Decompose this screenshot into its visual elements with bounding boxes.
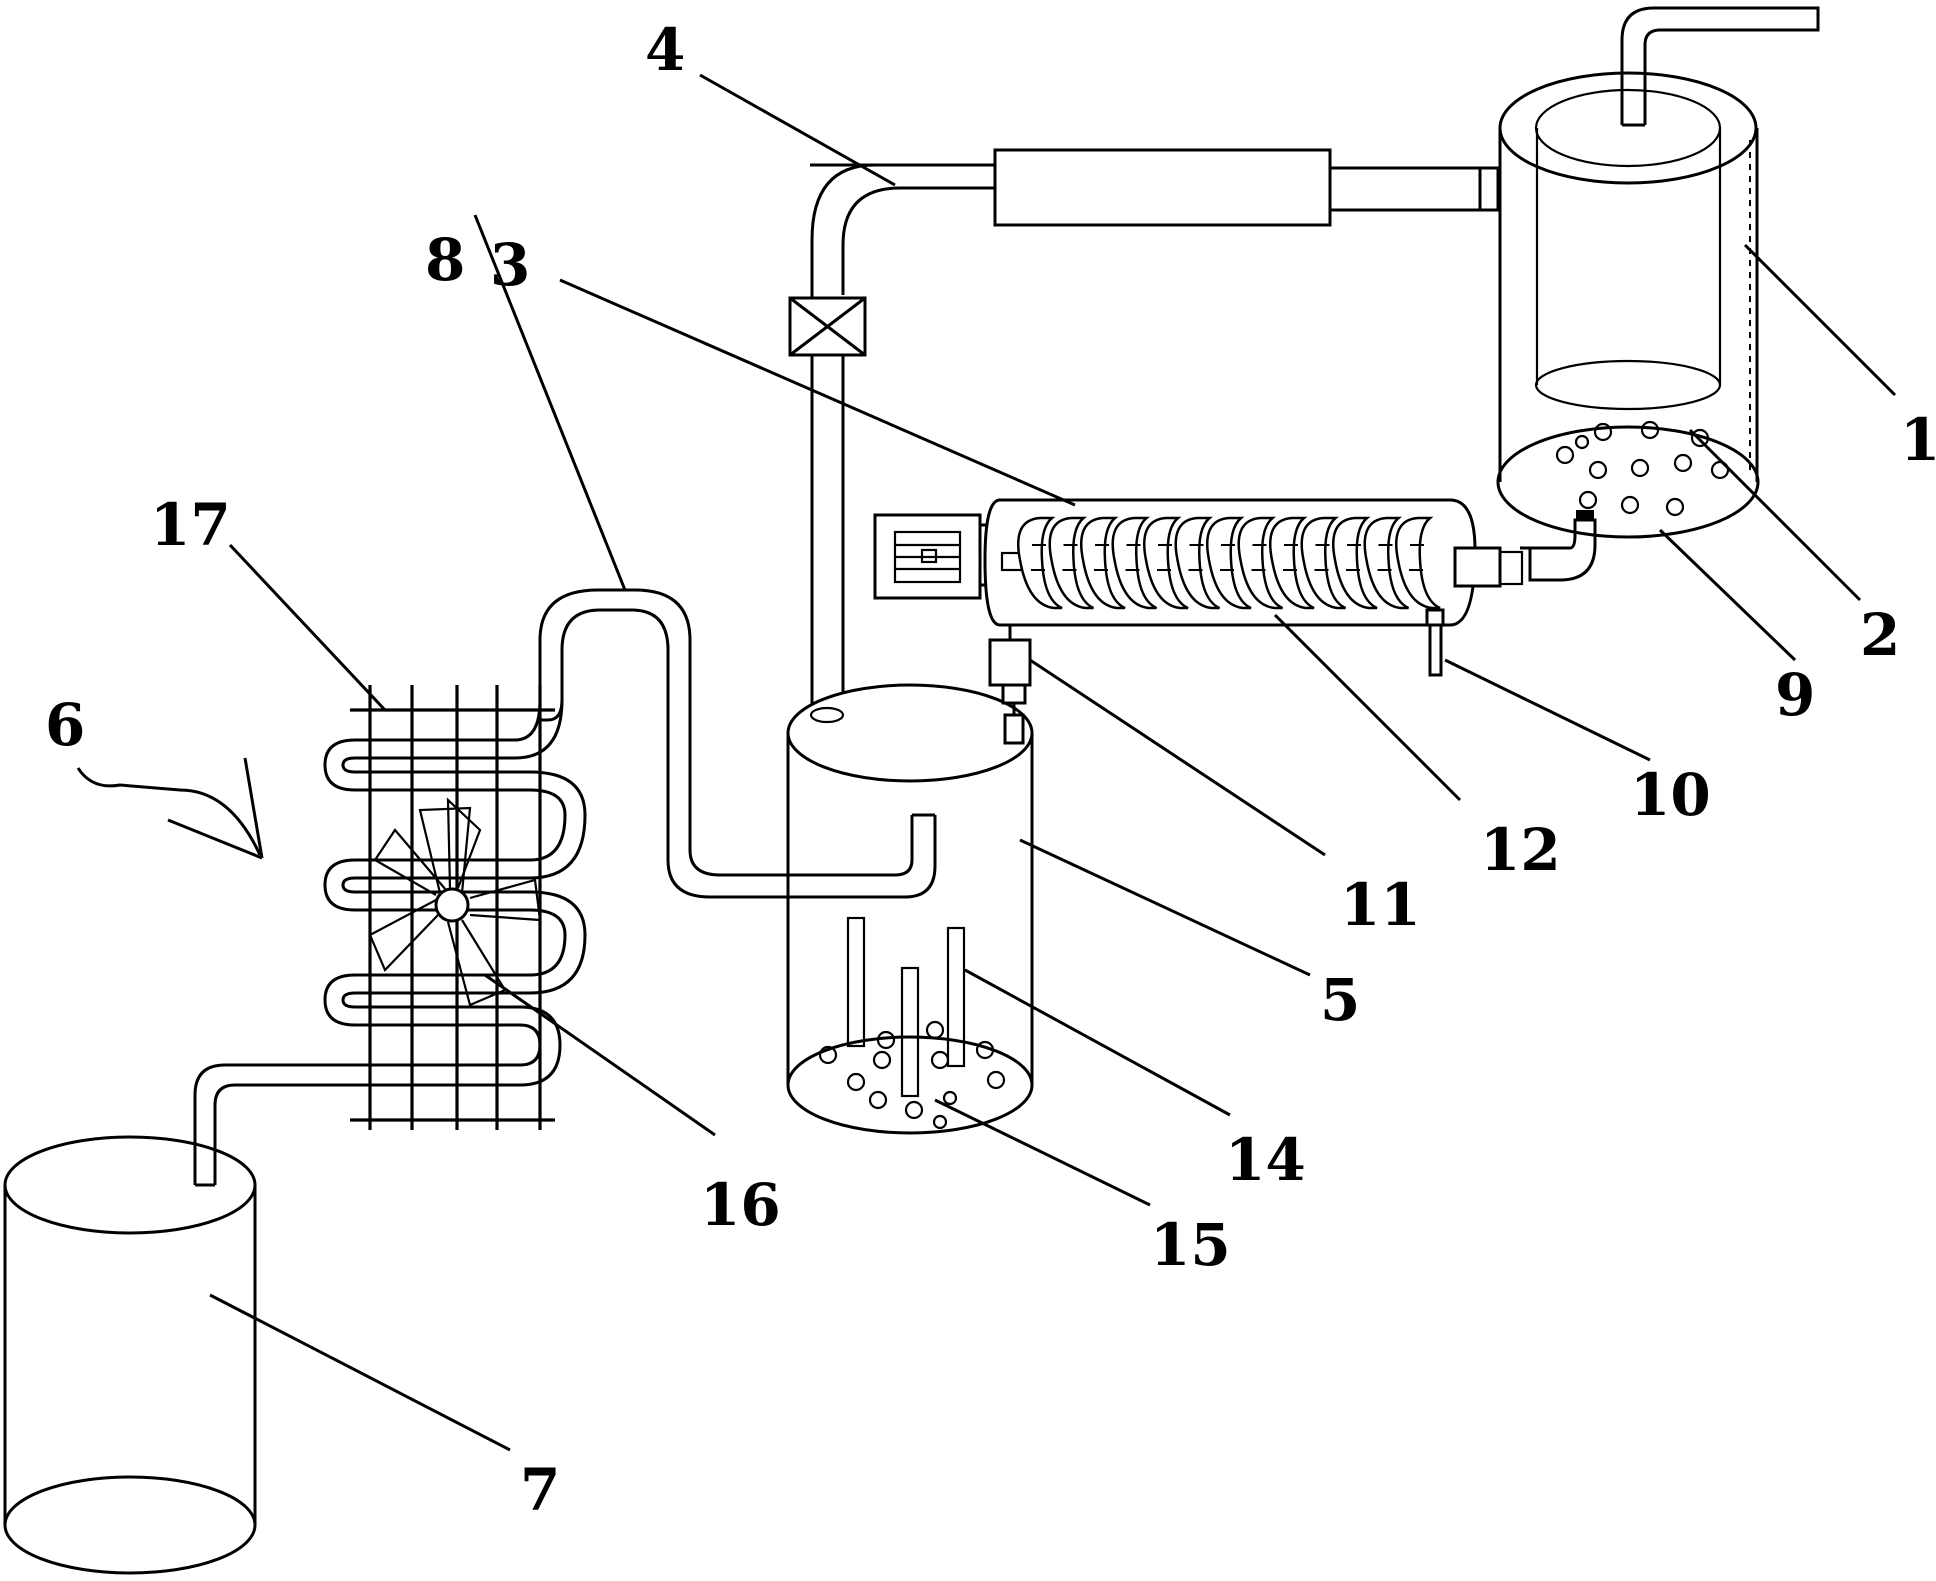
condenser-coil	[323, 699, 587, 1087]
label-2: 2	[1860, 601, 1900, 669]
screw-flight	[1048, 516, 1095, 610]
middle-vessel	[786, 683, 1034, 1135]
screw-flight-hatch	[1314, 544, 1330, 571]
valve-icon	[788, 295, 867, 715]
screw-flight	[1332, 516, 1378, 610]
label-14: 14	[1225, 1126, 1306, 1194]
screw-flight-hatch	[1125, 544, 1141, 571]
airflow-arrow-icon	[76, 757, 264, 860]
screw-flight	[1269, 516, 1315, 610]
screw-flight-hatch	[1188, 544, 1204, 571]
screw-flight-hatch	[1409, 544, 1424, 571]
screw-flight-hatch	[1062, 544, 1078, 571]
label-16: 16	[700, 1171, 781, 1239]
label-1: 1	[1900, 406, 1936, 474]
label-12: 12	[1480, 816, 1561, 884]
screw-flight-hatch	[1031, 544, 1046, 571]
label-7: 7	[520, 1456, 560, 1524]
screw-flight	[1111, 516, 1158, 610]
screw-flight-hatch	[1220, 544, 1235, 571]
label-3: 3	[490, 231, 530, 299]
label-8: 8	[425, 226, 465, 294]
screw-flight	[1237, 516, 1284, 610]
fan-icon	[368, 797, 542, 1007]
label-9: 9	[1775, 661, 1815, 729]
leader-lines	[209, 73, 1897, 1452]
label-6: 6	[45, 691, 85, 759]
screw-flight	[1206, 516, 1252, 610]
screw-flight	[1174, 516, 1221, 610]
label-11: 11	[1340, 871, 1421, 939]
callout-labels: 4 3 1 2 9 10 11 12 5 14 15 16 17 6 8 7	[45, 16, 1936, 1524]
screw-flight-hatch	[1283, 544, 1298, 571]
screw-flights	[1017, 516, 1441, 610]
collection-tank	[3, 1135, 257, 1575]
screw-flight	[1080, 516, 1126, 610]
screw-flight	[1143, 516, 1189, 610]
screw-flight	[1300, 516, 1347, 610]
screw-flight	[1395, 516, 1441, 610]
label-5: 5	[1320, 966, 1360, 1034]
vessel-bottom-perforations	[818, 1020, 1006, 1130]
top-pipe	[810, 148, 1500, 295]
screw-flight-hatch	[1094, 544, 1109, 571]
tank-bottom-perforations	[1555, 420, 1730, 517]
label-15: 15	[1150, 1211, 1231, 1279]
label-4: 4	[645, 16, 685, 84]
screw-flight-hatch	[1157, 544, 1172, 571]
outlet-pipe	[193, 1063, 520, 1187]
label-10: 10	[1630, 761, 1711, 829]
screw-flight	[1363, 516, 1410, 610]
screw-flight	[1017, 516, 1063, 610]
screw-flight-hatch	[1377, 544, 1393, 571]
upper-tank	[1496, 6, 1820, 539]
label-17: 17	[150, 491, 231, 559]
screw-flight-hatch	[1346, 544, 1361, 571]
screw-flight-hatch	[1251, 544, 1267, 571]
conveyor-discharge-ports	[988, 608, 1445, 745]
